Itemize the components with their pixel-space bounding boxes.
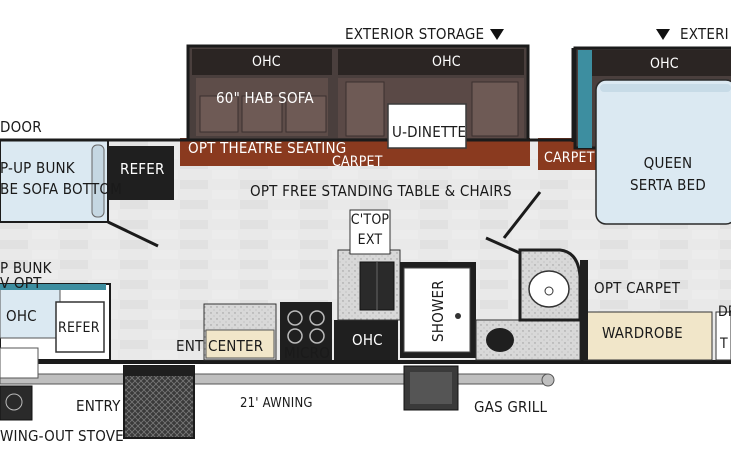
kitchen-ohc-box (334, 320, 398, 360)
door-label: DOOR (0, 118, 42, 136)
sofa-cushion-3 (285, 95, 327, 133)
ohc-right-label: OHC (650, 56, 679, 72)
dinette-label: U-DINETTE (392, 123, 467, 141)
door-swing-2 (502, 191, 542, 239)
toilet (528, 270, 570, 308)
gas-grill-label: GAS GRILL (474, 398, 548, 416)
refer-bottom-label: REFER (58, 320, 100, 336)
refer-top-box (108, 146, 174, 200)
swing-stove-box (0, 385, 33, 421)
shower-pan (403, 267, 471, 353)
ohc-left-1-box (192, 49, 332, 75)
bunk-rail (91, 144, 105, 218)
exterior-storage-text: EXTERIOR STORAGE (345, 25, 485, 43)
ohc-bunk-label: OHC (6, 307, 37, 325)
t-label-cut: T (720, 336, 728, 352)
nightstand-accent (578, 50, 592, 148)
entry-label: ENTRY (76, 397, 121, 415)
entry-steps (123, 365, 195, 439)
wardrobe-box (583, 311, 713, 361)
exterior-storage-label: EXTERIOR STORAGE (345, 25, 505, 43)
carpet-label-1: CARPET (332, 154, 383, 170)
bunk-ohc-area (0, 287, 61, 339)
dresser-label-cut: DR (718, 304, 731, 320)
refer-bottom-box (55, 301, 105, 353)
bunk-opt-label-2: V OPT (0, 274, 42, 292)
ohc-kitchen-label: OHC (352, 331, 383, 349)
dresser-partial (715, 311, 731, 361)
exterior-right-text: EXTERI (680, 25, 729, 43)
queen-label-1: QUEEN (643, 154, 693, 172)
wardrobe-label: WARDROBE (602, 324, 683, 342)
awning-rail (0, 373, 549, 385)
down-arrow-icon (656, 29, 670, 40)
refer-top-label: REFER (120, 160, 165, 178)
dinette-seat-right (471, 81, 519, 137)
door-swing-1 (107, 220, 159, 248)
exterior-right-label: EXTERI (656, 26, 729, 42)
bunk-opt-label-1: P BUNK (0, 259, 52, 277)
sofa-cushion-2 (241, 95, 283, 133)
dinette-table (387, 103, 467, 149)
bunk-label-2: BE SOFA BOTTOM (0, 180, 123, 198)
sofa-label: 60" HAB SOFA (216, 89, 314, 107)
sofa-cushion-1 (199, 95, 239, 133)
table-chairs-label: OPT FREE STANDING TABLE & CHAIRS (250, 182, 512, 200)
ctop-label-2: EXT (357, 232, 383, 248)
stove-box (280, 302, 332, 360)
carpet-label-2: CARPET (544, 150, 595, 166)
stove-cabinet (0, 347, 39, 379)
swing-stove-label: WING-OUT STOVE (0, 427, 124, 445)
bath-sink (486, 328, 514, 352)
ent-center-label: ENT CENTER (176, 337, 264, 355)
ohc-left-1-label: OHC (252, 54, 281, 70)
sn-label: S/N (557, 68, 571, 88)
ctop-label-1: C'TOP (350, 212, 390, 228)
bunk-label-1: P-UP BUNK (0, 159, 75, 177)
down-arrow-icon (490, 29, 505, 40)
queen-label-2: SERTA BED (630, 176, 706, 194)
bunk-upper (0, 139, 109, 223)
theatre-seating-label: OPT THEATRE SEATING (188, 139, 347, 157)
ent-center-cabinet (205, 329, 275, 359)
dinette-seat-left (345, 81, 385, 137)
awning-label: 21' AWNING (240, 396, 313, 411)
queen-bed (595, 79, 731, 225)
opt-carpet-label: OPT CARPET (594, 279, 681, 297)
ohc-right-box (590, 50, 731, 76)
shower-label: SHOWER (429, 280, 447, 342)
ctop-ext-box (349, 209, 391, 255)
bunk-lower-accent (0, 284, 106, 290)
bed-pillow-edge (600, 84, 731, 92)
carpet-strip-left (180, 138, 530, 166)
micro-label: MICRO (284, 344, 331, 362)
ohc-left-2-label: OHC (432, 54, 461, 70)
ohc-left-2-box (338, 49, 524, 75)
